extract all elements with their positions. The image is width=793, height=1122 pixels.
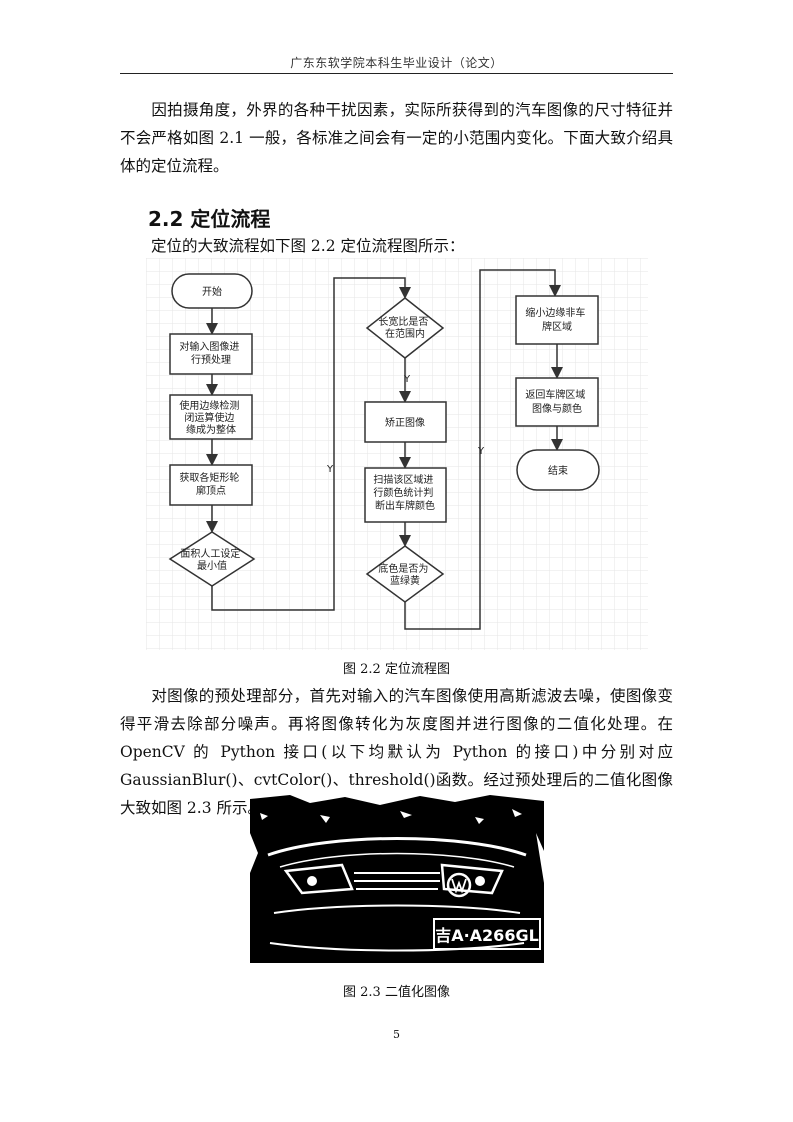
intro-paragraph-text: 因拍摄角度，外界的各种干扰因素，实际所获得到的汽车图像的尺寸特征并不会严格如图 … <box>120 101 673 175</box>
return-region-label: 返回车牌区域 图像与颜色 <box>525 388 588 415</box>
intro-paragraph: 因拍摄角度，外界的各种干扰因素，实际所获得到的汽车图像的尺寸特征并不会严格如图 … <box>120 96 673 180</box>
binarized-car-drawing: 吉A·A266GL <box>250 793 544 963</box>
shrink-edge-line1: 缩小边缘非车 <box>525 306 585 319</box>
page-header: 广东东软学院本科生毕业设计（论文） <box>290 56 503 70</box>
figure-2-3-caption: 图 2.3 二值化图像 <box>343 985 450 1000</box>
figure-2-2-caption: 图 2.2 定位流程图 <box>343 662 450 677</box>
area-decision-line2: 最小值 <box>197 559 227 572</box>
connector-col2-col3 <box>404 269 561 630</box>
header-rule <box>120 73 673 74</box>
ratio-decision-line2: 在范围内 <box>385 327 425 340</box>
section-title: 2.2 定位流程 <box>148 207 271 231</box>
license-plate <box>433 918 541 950</box>
preprocess-paragraph-text: 对图像的预处理部分，首先对输入的汽车图像使用高斯滤波去噪，使图像变得平滑去除部分… <box>120 687 673 817</box>
yes-label-2: Y <box>403 374 411 385</box>
license-plate-text: 吉A·A266GL <box>435 926 539 945</box>
edge-detection-line3: 缘成为整体 <box>186 423 236 436</box>
flowchart-figure: 开始 对输入图像进 行预处理 使用边缘检测 闭运算使边 缘成为整体 获取各矩形轮… <box>146 258 648 650</box>
edge-detection-line1: 使用边缘检测 <box>179 399 239 412</box>
flow-intro-text: 定位的大致流程如下图 2.2 定位流程图所示： <box>151 237 465 255</box>
preprocess-line2: 行预处理 <box>191 353 231 366</box>
shrink-edge-step <box>515 295 599 345</box>
color-stat-line1: 扫描该区域进 <box>373 473 433 486</box>
return-region-line2: 图像与颜色 <box>532 402 582 415</box>
color-stat-label: 扫描该区域进 行颜色统计判 断出车牌颜色 <box>373 473 436 512</box>
end-node <box>516 449 600 491</box>
correct-image-label: 矫正图像 <box>385 416 425 429</box>
correct-image-step <box>364 401 447 443</box>
shrink-edge-label: 缩小边缘非车 牌区域 <box>525 306 588 333</box>
preprocess-line1: 对输入图像进 <box>179 340 239 353</box>
yes-label-1: Y <box>326 464 334 475</box>
preprocess-step-label: 对输入图像进 行预处理 <box>179 340 242 366</box>
color-decision-line2: 蓝绿黄 <box>390 574 420 587</box>
contour-step <box>169 464 253 506</box>
color-decision-label: 底色是否为 蓝绿黄 <box>378 562 431 587</box>
flow-intro-paragraph: 定位的大致流程如下图 2.2 定位流程图所示： <box>120 232 673 260</box>
edge-detection-step-label: 使用边缘检测 闭运算使边 缘成为整体 <box>179 399 242 436</box>
contour-line2: 廓顶点 <box>196 484 226 497</box>
return-region-line1: 返回车牌区域 <box>525 388 585 401</box>
edge-detection-step <box>169 394 253 440</box>
area-decision-label: 面积人工设定 最小值 <box>180 547 243 572</box>
color-stat-line3: 断出车牌颜色 <box>375 499 435 512</box>
contour-line1: 获取各矩形轮 <box>179 471 239 484</box>
preprocess-paragraph: 对图像的预处理部分，首先对输入的汽车图像使用高斯滤波去噪，使图像变得平滑去除部分… <box>120 682 673 822</box>
ratio-decision-label: 长宽比是否 在范围内 <box>378 315 431 340</box>
shrink-edge-line2: 牌区域 <box>542 320 572 333</box>
area-decision-line1: 面积人工设定 <box>180 547 240 560</box>
end-label: 结束 <box>548 464 568 477</box>
color-stat-line2: 行颜色统计判 <box>373 486 433 499</box>
binarized-car-image: 吉A·A266GL <box>250 793 544 963</box>
start-label: 开始 <box>202 285 222 298</box>
page-number: 5 <box>393 1028 400 1041</box>
color-stat-step <box>364 467 447 523</box>
ratio-decision-line1: 长宽比是否 <box>378 315 428 328</box>
return-region-step <box>515 377 599 427</box>
yes-label-3: Y <box>477 446 485 457</box>
color-decision-line1: 底色是否为 <box>378 562 428 575</box>
edge-detection-line2: 闭运算使边 <box>184 411 234 424</box>
connector-col1-col2 <box>211 277 411 611</box>
contour-step-label: 获取各矩形轮 廓顶点 <box>179 471 242 497</box>
preprocess-step <box>169 333 253 375</box>
